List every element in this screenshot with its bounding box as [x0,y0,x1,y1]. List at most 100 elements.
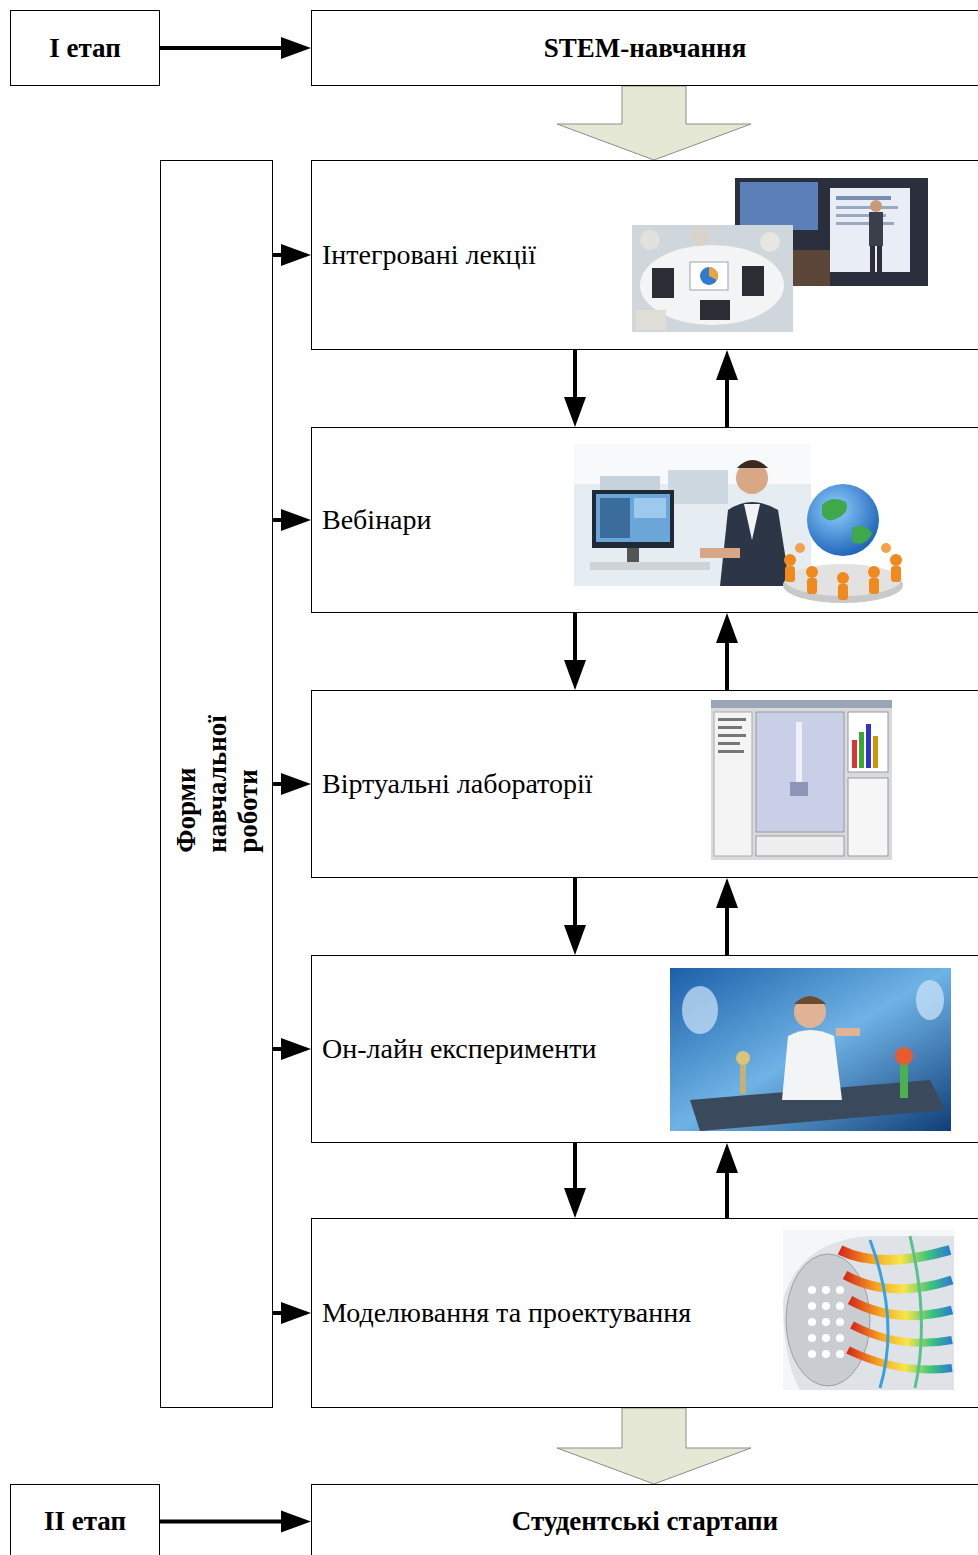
illustration-part [822,1286,830,1294]
illustration-part [718,718,746,721]
illustration-part [794,996,826,1028]
illustration-part [711,700,892,708]
illustration-part [848,1350,952,1370]
stage-title-box: Студентські стартапи [311,1484,978,1555]
connector [564,878,586,955]
webinar-photo [574,444,811,586]
arrowhead [281,509,311,531]
connector-line [725,641,729,690]
illustration-part [807,484,879,556]
meeting-photo [632,225,793,332]
node-label: Вебінари [322,504,432,536]
illustration-part [760,232,780,252]
illustration-part [852,740,857,768]
connector [716,613,738,690]
form-box: Інтегровані лекції [311,160,978,350]
illustration-part [806,566,818,578]
arrowhead [281,1038,311,1060]
connector [557,1408,751,1484]
connector [273,1302,311,1324]
illustration-part [790,782,808,796]
arrowhead [564,397,586,427]
form-box: Віртуальні лабораторії [311,690,978,878]
illustration-part [714,712,752,856]
illustration-part [870,200,882,212]
illustration-part [910,1236,921,1388]
connector [273,1038,311,1060]
illustration-part [916,980,944,1020]
illustration-part [808,1350,816,1358]
illustration-part [784,554,796,566]
node-label: Студентські стартапи [512,1506,778,1537]
illustration-part [718,750,744,753]
arrowhead [281,1302,311,1324]
illustration-part [877,246,882,276]
illustration-part [873,736,878,768]
connector [273,244,311,266]
illustration-part [690,262,728,290]
illustration-part [866,724,871,768]
connector-line [160,46,283,50]
node-label: I етап [49,33,121,64]
connector-line [725,906,729,955]
illustration-part [737,460,768,468]
illustration-part [720,502,790,586]
globe-illustration [783,484,903,603]
block-arrow [557,1408,751,1484]
illustration-part [852,1325,952,1343]
connector-line [573,1143,577,1190]
illustration-part [627,548,639,562]
node-label: Інтегровані лекції [322,239,536,271]
forms-bar: Форми навчальної роботи [160,160,273,1408]
illustration-part [785,566,795,582]
illustration-part [740,182,818,230]
arrowhead [564,925,586,955]
illustration-part [590,562,710,570]
illustration-part [822,1302,830,1310]
connector [160,37,311,59]
illustration-part [700,548,740,558]
illustration-part [718,734,746,737]
illustration-part [652,268,674,298]
cfd-model [783,1230,954,1390]
arrowhead [281,244,311,266]
connector [557,86,751,160]
arrowhead [716,350,738,380]
arrowhead [716,613,738,643]
illustration-part [783,1236,954,1390]
illustration-part [836,196,891,200]
connector [716,1143,738,1218]
illustration-part [592,490,674,548]
illustration-part [782,1030,842,1100]
illustration-part [596,494,670,542]
illustration-part [796,722,802,782]
virtual-lab-screenshot [711,700,892,860]
illustration-part [718,726,742,729]
illustration-part [881,543,891,553]
illustration-part [869,212,883,246]
illustration-part [634,498,666,518]
illustration-part [709,267,718,280]
illustration-part [870,246,875,276]
illustration-part [848,712,888,772]
illustration-part [836,1028,860,1036]
illustration-part [836,1286,844,1294]
illustration-part [822,499,847,520]
illustration-part [711,700,892,860]
illustration-part [822,1318,830,1326]
illustration-part [859,732,864,768]
illustration-part [640,230,660,250]
illustration-part [870,1240,888,1388]
connector [564,1143,586,1218]
arrowhead [564,1188,586,1218]
connector [564,350,586,427]
connector-line [573,350,577,399]
form-box: Он-лайн експерименти [311,955,978,1143]
connector [716,350,738,427]
illustration-part [868,566,880,578]
illustration-part [840,1250,950,1260]
node-label: Он-лайн експерименти [322,1033,596,1065]
illustration-part [700,300,730,320]
illustration-part [891,566,901,582]
connector-line [725,378,729,427]
